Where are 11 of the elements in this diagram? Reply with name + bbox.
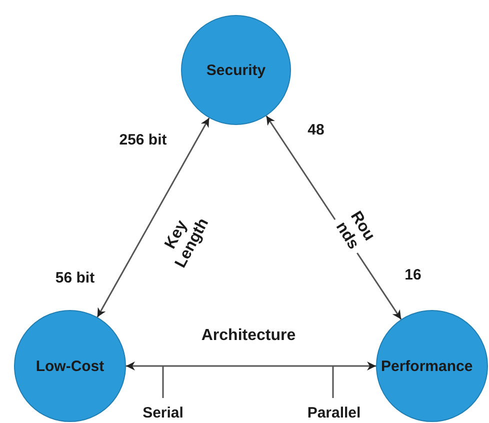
double-arrow	[96, 118, 210, 318]
value-label: Parallel	[307, 404, 361, 422]
value-label: 256 bit	[119, 132, 167, 148]
node-label: Security	[206, 62, 266, 78]
value-label: 16	[404, 266, 422, 284]
value-label: 48	[308, 122, 324, 138]
node-label: Performance	[381, 358, 473, 374]
value-label: 56 bit	[55, 270, 95, 286]
node-label: Low-Cost	[36, 358, 104, 374]
double-arrow	[126, 362, 376, 370]
value-label: Serial	[142, 404, 184, 422]
